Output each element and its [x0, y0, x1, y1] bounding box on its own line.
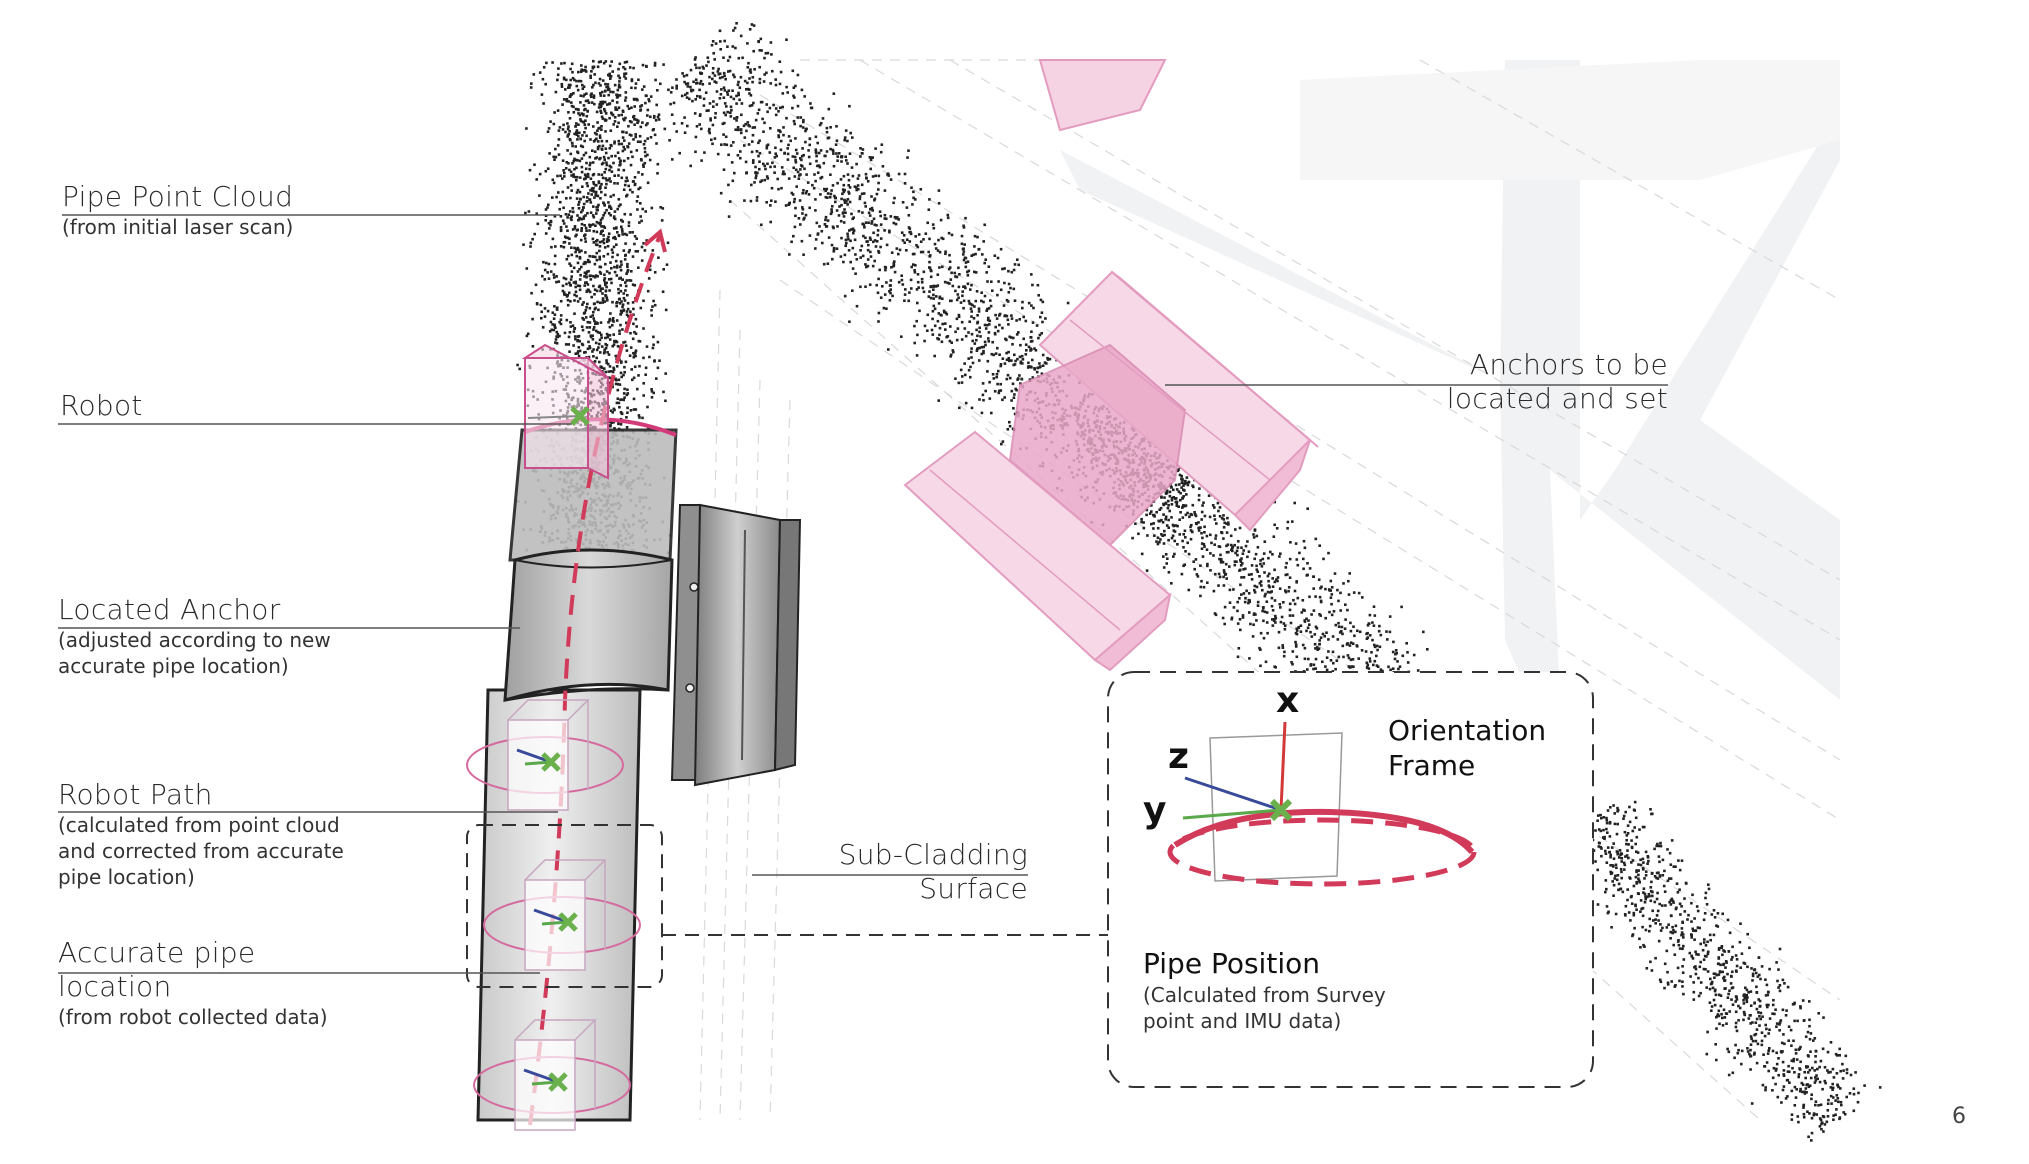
frame-marker-icon [541, 752, 561, 772]
label-subtitle-line3: pipe location) [58, 865, 195, 889]
leader-lines [58, 214, 1668, 974]
label-robot-path: Robot Path (calculated from point cloud … [58, 778, 344, 890]
frame-box-top [524, 859, 607, 881]
bg-beam-shape [1060, 60, 1840, 720]
bracket-groove [741, 529, 746, 761]
bg-panel-shape [1300, 60, 1840, 180]
label-title-line1: Accurate pipe [58, 936, 256, 969]
robot-axis-line [527, 415, 581, 419]
bracket-bolt [685, 683, 695, 693]
robot-box-top [521, 343, 609, 379]
frame-box-top [507, 699, 590, 721]
label-title: Pipe Point Cloud [62, 180, 294, 213]
axis-label-z: z [1168, 736, 1189, 777]
frame-y-axis [541, 920, 569, 926]
label-robot: Robot [60, 389, 143, 423]
orientation-frame-line1: Orientation [1388, 714, 1547, 747]
frame-box [524, 879, 586, 971]
point-cloud-strip [1549, 800, 1882, 1142]
sleeve-bottom-rim [504, 687, 669, 702]
label-line1: Sub-Cladding [838, 838, 1028, 871]
inset-plane [1209, 732, 1343, 882]
label-accurate-pipe-location: Accurate pipe location (from robot colle… [58, 936, 328, 1030]
frame-box-top [514, 1019, 597, 1041]
label-subtitle-line2: accurate pipe location) [58, 654, 289, 678]
inset-pipe-ellipse-back [1167, 817, 1477, 887]
frame-z-axis [523, 1068, 559, 1084]
label-subtitle-line1: (adjusted according to new [58, 628, 331, 652]
anchor-rail-edge [1069, 319, 1271, 481]
path-frame [483, 859, 641, 971]
label-anchors-to-be-set: Anchors to be located and set [1447, 348, 1668, 416]
label-subtitle-line2: and corrected from accurate [58, 839, 344, 863]
callout-source-box [466, 824, 663, 988]
robot-path-arrowhead [643, 228, 667, 253]
frame-box [507, 719, 569, 811]
page-number: 6 [1952, 1104, 1966, 1129]
label-subtitle: (from robot collected data) [58, 1005, 328, 1029]
anchor-group-upper [903, 59, 1319, 672]
bracket-flange [773, 519, 802, 772]
top-anchor-fragment [1038, 59, 1167, 132]
inset-origin-marker-icon [1269, 798, 1293, 822]
frame-marker-icon [548, 1072, 568, 1092]
label-line2: Surface [919, 872, 1028, 905]
label-line1: Anchors to be [1469, 348, 1668, 381]
located-anchor-sleeve [503, 548, 674, 703]
robot-frame [521, 343, 609, 480]
path-frames-layer [466, 699, 641, 1131]
bracket-bolt [689, 582, 699, 592]
anchor-lower-rail-flange [1093, 592, 1172, 672]
located-anchor-bracket [670, 503, 802, 787]
inset-z-axis [1184, 776, 1282, 812]
label-sub-cladding-surface: Sub-Cladding Surface [839, 838, 1028, 906]
pipe-position-title: Pipe Position [1143, 947, 1320, 980]
axis-label-x: x [1276, 680, 1300, 721]
label-title: Robot [60, 389, 143, 422]
frame-marker-icon [558, 912, 578, 932]
pipe-position-sub2: point and IMU data) [1143, 1009, 1342, 1033]
sleeve-top-rim [514, 559, 673, 569]
anchor-upper-flange [1233, 439, 1311, 532]
orientation-inset [1107, 671, 1594, 1088]
bracket-body [693, 503, 782, 787]
frame-y-axis [524, 760, 552, 766]
path-frame [473, 1019, 631, 1131]
pipe-position-sub1: (Calculated from Survey [1143, 983, 1386, 1007]
orientation-frame-title: Orientation Frame [1388, 713, 1546, 783]
axis-label-y: y [1143, 790, 1167, 831]
frame-box [514, 1039, 576, 1131]
anchor-upper-rail-top [1111, 271, 1319, 448]
anchor-rail-edge [929, 469, 1121, 631]
inset-frame [1107, 671, 1594, 1088]
background-structure [699, 59, 1841, 1121]
label-title-line2: location [58, 970, 172, 1003]
inset-y-axis [1182, 808, 1282, 820]
label-subtitle-line1: (calculated from point cloud [58, 813, 340, 837]
label-subtitle: (from initial laser scan) [62, 215, 294, 239]
inset-x-axis [1279, 721, 1287, 811]
frame-z-axis [516, 748, 552, 764]
inset-pipe-ellipse-front [1173, 808, 1475, 855]
label-title: Located Anchor [58, 593, 281, 626]
path-frame [466, 699, 624, 811]
label-located-anchor: Located Anchor (adjusted according to ne… [58, 593, 331, 679]
frame-z-axis [533, 908, 569, 924]
orientation-frame-line2: Frame [1388, 749, 1476, 782]
label-title: Robot Path [58, 778, 213, 811]
frame-y-axis [531, 1080, 559, 1086]
label-pipe-point-cloud: Pipe Point Cloud (from initial laser sca… [62, 180, 293, 240]
label-line2: located and set [1446, 382, 1668, 415]
robot-marker-icon [570, 406, 590, 426]
